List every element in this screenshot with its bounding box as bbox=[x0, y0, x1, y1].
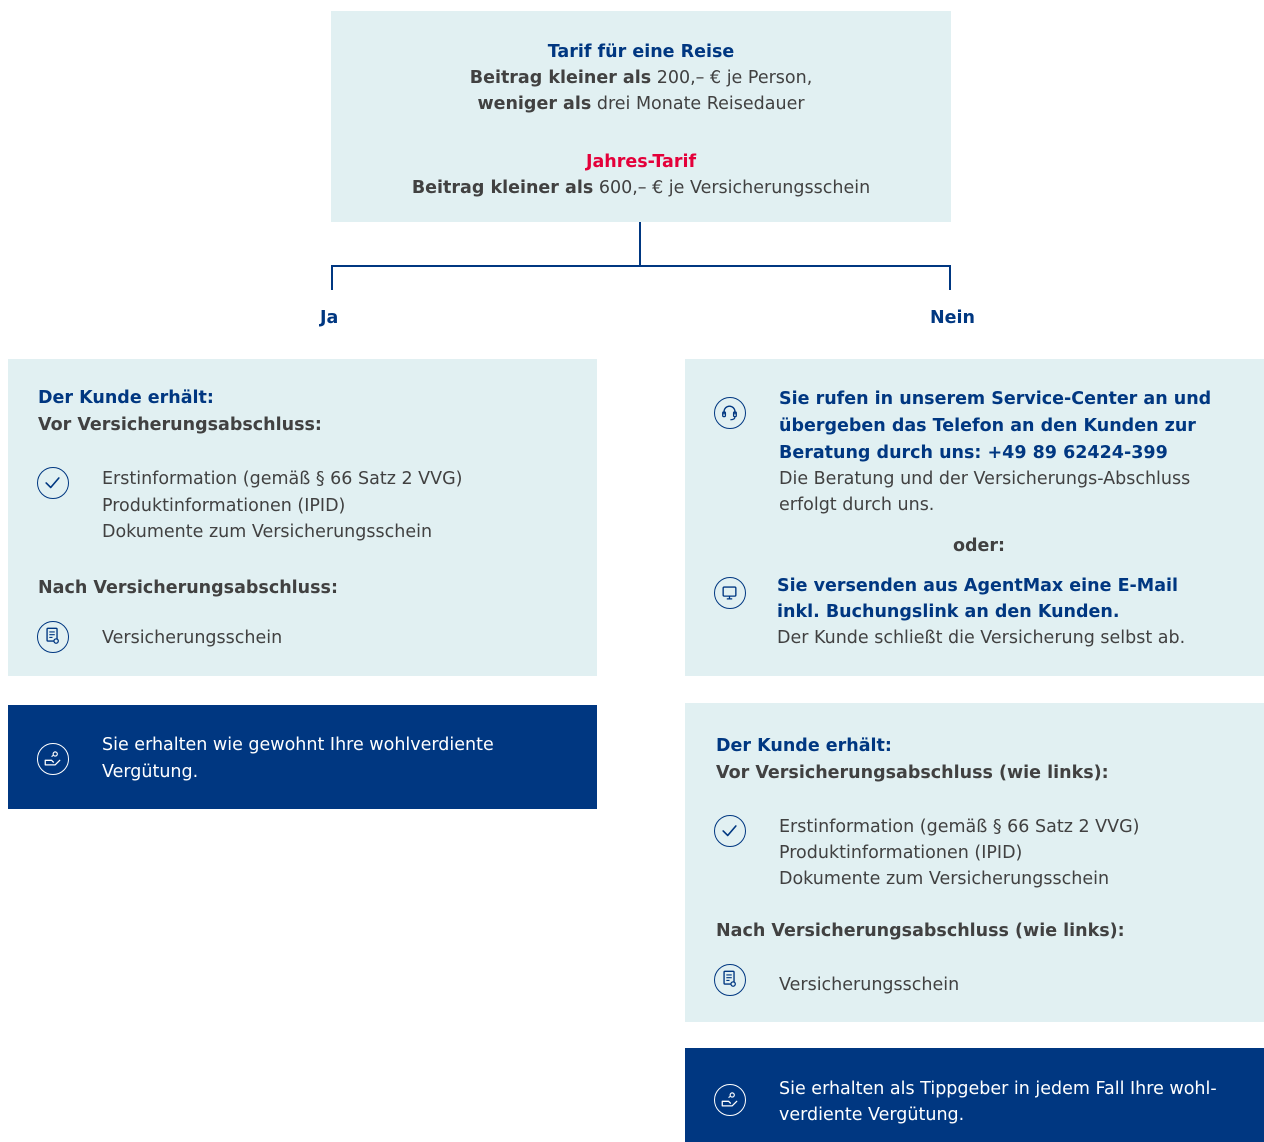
monitor-icon bbox=[714, 577, 746, 609]
right-before-item-3: Dokumente zum Versicherungsschein bbox=[779, 869, 1110, 889]
branch-label-yes: Ja bbox=[320, 308, 339, 328]
left-before-item-2: Produktinformationen (IPID) bbox=[102, 496, 346, 516]
right-reward-line1: Sie erhalten als Tippgeber in jedem Fall… bbox=[779, 1079, 1217, 1099]
hand-coin-icon bbox=[37, 743, 69, 775]
connector-right-drop bbox=[949, 265, 951, 290]
right-before-item-2: Produktinformationen (IPID) bbox=[779, 843, 1023, 863]
certificate-document-icon bbox=[37, 621, 69, 653]
right-after-label: Nach Versicherungsabschluss (wie links): bbox=[716, 921, 1125, 941]
reise-condition-line2: weniger als drei Monate Reisedauer bbox=[477, 94, 805, 114]
mail-text: Der Kunde schließt die Versicherung selb… bbox=[777, 628, 1186, 648]
right-reward-line2: verdiente Vergütung. bbox=[779, 1105, 965, 1125]
connector-vertical-top bbox=[639, 222, 641, 266]
left-customer-info-box: Der Kunde erhält: Vor Versicherungsabsch… bbox=[8, 359, 597, 676]
left-reward-box: Sie erhalten wie gewohnt Ihre wohlverdie… bbox=[8, 705, 597, 809]
right-contact-box: Sie rufen in unserem Service-Center an u… bbox=[685, 359, 1264, 676]
call-text-line1: Die Beratung und der Versicherungs-Absch… bbox=[779, 469, 1191, 489]
left-after-item: Versicherungsschein bbox=[102, 628, 283, 648]
right-after-item: Versicherungsschein bbox=[779, 975, 960, 995]
left-heading: Der Kunde erhält: bbox=[38, 388, 214, 408]
call-bold-line2: übergeben das Telefon an den Kunden zur bbox=[779, 416, 1196, 436]
reise-tariff-title: Tarif für eine Reise bbox=[547, 42, 735, 62]
right-customer-info-box: Der Kunde erhält: Vor Versicherungsabsch… bbox=[685, 703, 1264, 1022]
or-separator: oder: bbox=[953, 536, 1006, 556]
left-reward-line1: Sie erhalten wie gewohnt Ihre wohlverdie… bbox=[102, 735, 494, 755]
right-before-item-1: Erstinformation (gemäß § 66 Satz 2 VVG) bbox=[779, 817, 1140, 837]
right-heading: Der Kunde erhält: bbox=[716, 736, 892, 756]
left-reward-line2: Vergütung. bbox=[102, 762, 199, 782]
left-before-label: Vor Versicherungsabschluss: bbox=[38, 415, 322, 435]
mail-bold-line1: Sie versenden aus AgentMax eine E-Mail bbox=[777, 576, 1179, 596]
mail-bold-line2: inkl. Buchungslink an den Kunden. bbox=[777, 602, 1120, 622]
jahres-tariff-title: Jahres-Tarif bbox=[585, 152, 697, 172]
left-after-label: Nach Versicherungsabschluss: bbox=[38, 578, 338, 598]
branch-label-no: Nein bbox=[930, 308, 975, 328]
connector-left-drop bbox=[331, 265, 333, 290]
right-reward-box: Sie erhalten als Tippgeber in jedem Fall… bbox=[685, 1048, 1264, 1142]
certificate-document-icon bbox=[714, 964, 746, 996]
call-bold-line1: Sie rufen in unserem Service-Center an u… bbox=[779, 389, 1212, 409]
left-before-item-3: Dokumente zum Versicherungsschein bbox=[102, 522, 433, 542]
connector-horizontal bbox=[331, 265, 951, 267]
headset-icon bbox=[714, 397, 746, 429]
call-text-line2: erfolgt durch uns. bbox=[779, 495, 935, 515]
jahres-condition-line: Beitrag kleiner als 600,– € je Versicher… bbox=[411, 178, 871, 198]
hand-coin-icon bbox=[714, 1084, 746, 1116]
reise-condition-line1: Beitrag kleiner als 200,– € je Person, bbox=[469, 68, 813, 88]
check-circle-icon bbox=[37, 467, 69, 499]
call-bold-line3: Beratung durch uns: +49 89 62424-399 bbox=[779, 443, 1168, 463]
left-before-item-1: Erstinformation (gemäß § 66 Satz 2 VVG) bbox=[102, 469, 463, 489]
check-circle-icon bbox=[714, 815, 746, 847]
right-before-label: Vor Versicherungsabschluss (wie links): bbox=[716, 763, 1109, 783]
tariff-condition-box: Tarif für eine Reise Beitrag kleiner als… bbox=[331, 11, 951, 222]
